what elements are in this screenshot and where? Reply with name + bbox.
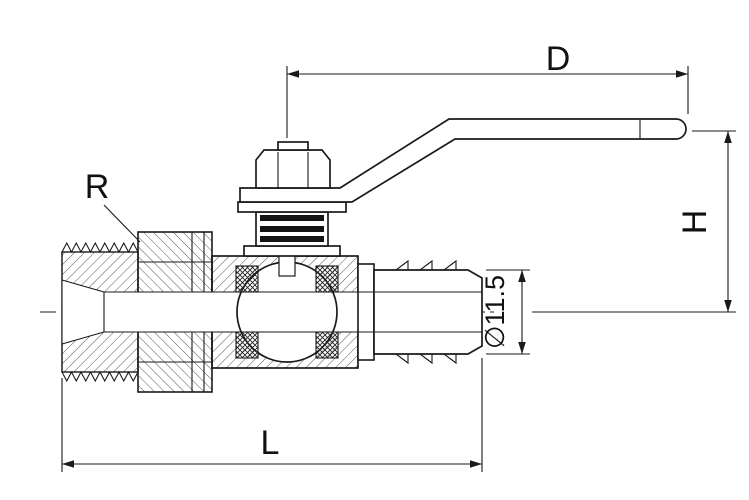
stem-hex-nut <box>255 141 331 189</box>
dimension-d-label: D <box>546 40 571 78</box>
ball <box>236 253 338 363</box>
packing-ring <box>260 215 324 221</box>
hose-barb-outlet <box>357 259 483 365</box>
packing-ring <box>260 236 324 242</box>
stem-assembly <box>237 201 347 257</box>
thread-crest-bottom <box>61 370 139 383</box>
r-leader-line <box>103 204 141 243</box>
dimension-l-label: L <box>261 424 280 462</box>
bore-lines <box>104 291 482 333</box>
lever-handle <box>239 118 687 203</box>
barb-collar <box>357 263 375 361</box>
ball-stem-slot <box>278 253 296 277</box>
stem-cap <box>277 141 309 151</box>
seat-seals <box>235 265 339 359</box>
dimension-h-label: H <box>676 210 714 235</box>
stem-flange <box>237 201 347 213</box>
packing-ring <box>260 226 324 232</box>
barb-ridges-top <box>395 259 457 271</box>
dimension-barb-diameter: ∅11.5 <box>480 269 530 355</box>
dimension-h: H <box>532 130 736 313</box>
bonnet-boss <box>243 245 341 257</box>
dimension-barb-diameter-label: ∅11.5 <box>480 275 510 349</box>
dimension-d: D <box>286 40 689 138</box>
dimension-l: L <box>61 358 483 472</box>
barb-ridges-bottom <box>395 353 457 365</box>
dimension-r: R <box>85 168 141 243</box>
dimension-r-label: R <box>85 168 110 206</box>
thread-crest-top <box>61 241 139 254</box>
